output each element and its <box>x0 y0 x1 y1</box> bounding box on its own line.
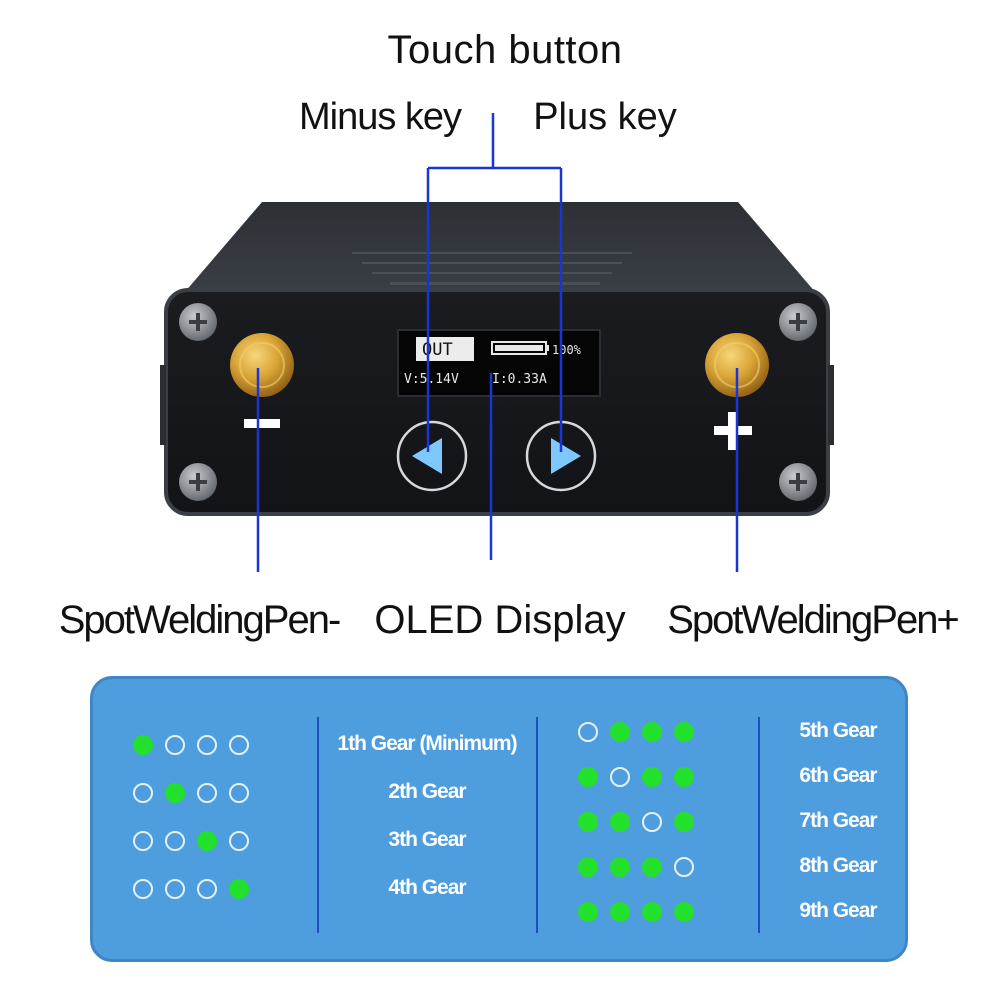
led-on-indicator <box>610 722 630 742</box>
annotation-lines <box>256 113 739 572</box>
led-on-indicator <box>610 857 630 877</box>
led-on-indicator <box>642 767 662 787</box>
led-off-indicator <box>229 783 249 803</box>
oled-display-label: OLED Display <box>374 598 626 642</box>
touch-button-label: Touch button <box>387 28 623 72</box>
led-on-indicator <box>578 857 598 877</box>
led-off-indicator <box>229 831 249 851</box>
casing-top-print <box>352 252 632 285</box>
oled-current-text: I:0.33A <box>492 372 547 387</box>
gear-dots-row <box>578 857 694 877</box>
led-on-indicator <box>674 722 694 742</box>
minus-key-label: Minus key <box>298 96 462 138</box>
left-arrow-icon <box>412 438 442 474</box>
gear-dots-row <box>133 831 249 851</box>
gear-dots-row <box>133 879 249 899</box>
minus-symbol-icon <box>244 419 280 428</box>
led-on-indicator <box>165 783 185 803</box>
led-on-indicator <box>642 857 662 877</box>
led-on-indicator <box>674 767 694 787</box>
gear-label: 2th Gear <box>388 780 466 803</box>
screw-icon <box>179 463 217 501</box>
plus-symbol-icon <box>714 412 752 450</box>
gear-label: 1th Gear (Minimum) <box>337 732 517 755</box>
led-on-indicator <box>642 902 662 922</box>
plus-key-label: Plus key <box>533 96 677 138</box>
led-on-indicator <box>578 767 598 787</box>
gear-label: 9th Gear <box>799 899 877 922</box>
gear-dots-row <box>578 767 694 787</box>
divider <box>758 717 760 933</box>
led-off-indicator <box>165 831 185 851</box>
divider <box>317 717 319 933</box>
screw-icon <box>779 303 817 341</box>
led-off-indicator <box>165 879 185 899</box>
led-on-indicator <box>578 812 598 832</box>
led-off-indicator <box>197 783 217 803</box>
gear-dots-row <box>578 812 694 832</box>
led-off-indicator <box>133 831 153 851</box>
casing-front <box>164 288 830 516</box>
led-on-indicator <box>610 812 630 832</box>
led-off-indicator <box>610 767 630 787</box>
screw-icon <box>179 303 217 341</box>
led-on-indicator <box>133 735 153 755</box>
gear-dots-row <box>133 735 249 755</box>
led-off-indicator <box>197 879 217 899</box>
oled-display: OUT 100% V:5.14V I:0.33A <box>397 329 601 397</box>
minus-touch-button[interactable] <box>396 420 468 492</box>
led-off-indicator <box>197 735 217 755</box>
spot-welder-device: OUT 100% V:5.14V I:0.33A <box>160 113 834 572</box>
led-on-indicator <box>578 902 598 922</box>
divider <box>536 717 538 933</box>
oled-mode-text: OUT <box>422 340 453 360</box>
led-off-indicator <box>133 783 153 803</box>
gear-label: 6th Gear <box>799 764 877 787</box>
right-arrow-icon <box>551 438 581 474</box>
led-off-indicator <box>642 812 662 832</box>
oled-battery-text: 100% <box>552 343 582 357</box>
led-on-indicator <box>674 812 694 832</box>
spot-welding-pen-minus-label: SpotWeldingPen- <box>58 598 342 642</box>
spot-welding-pen-plus-label: SpotWeldingPen+ <box>667 598 960 642</box>
screw-icon <box>779 463 817 501</box>
gear-label: 5th Gear <box>799 719 877 742</box>
gear-label: 7th Gear <box>799 809 877 832</box>
led-off-indicator <box>133 879 153 899</box>
casing-top <box>178 202 822 300</box>
oled-voltage-text: V:5.14V <box>404 372 459 387</box>
gear-dots-row <box>578 902 694 922</box>
led-on-indicator <box>197 831 217 851</box>
gear-dots-row <box>578 722 694 742</box>
gear-label: 3th Gear <box>388 828 466 851</box>
led-off-indicator <box>229 735 249 755</box>
led-on-indicator <box>642 722 662 742</box>
gear-indicator-panel: 1th Gear (Minimum) 2th Gear 3th Gear 4th Ge… <box>90 676 908 962</box>
led-off-indicator <box>165 735 185 755</box>
led-on-indicator <box>674 902 694 922</box>
led-on-indicator <box>229 879 249 899</box>
led-off-indicator <box>578 722 598 742</box>
led-off-indicator <box>674 857 694 877</box>
gear-label: 8th Gear <box>799 854 877 877</box>
led-on-indicator <box>610 902 630 922</box>
gear-label: 4th Gear <box>388 876 466 899</box>
gear-dots-row <box>133 783 249 803</box>
